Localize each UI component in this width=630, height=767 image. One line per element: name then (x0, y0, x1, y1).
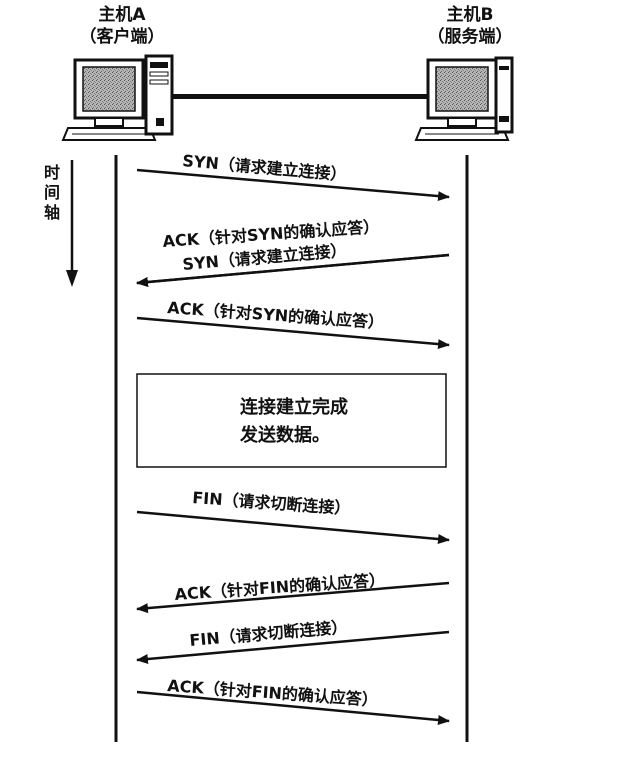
arrow-ack-syn-a (136, 316, 450, 350)
label-fin-2: FIN（请求切断连接） (189, 617, 348, 650)
time-axis-char-3: 轴 (44, 203, 60, 222)
arrow-syn-2 (136, 253, 450, 287)
data-transfer-box (136, 373, 447, 468)
time-axis: 时 间 轴 (44, 160, 78, 287)
host-b-role: （服务端） (428, 26, 513, 47)
host-a-role: （客户端） (80, 26, 165, 47)
time-axis-char-1: 时 (44, 163, 60, 182)
host-a-name: 主机A (98, 4, 146, 25)
label-ack-syn-b: ACK（针对SYN的确认应答） (162, 217, 380, 251)
arrow-fin-2 (136, 630, 450, 664)
label-syn-1: SYN（请求建立连接） (182, 151, 348, 184)
arrow-ack-fin-b (136, 581, 450, 614)
message-arrows (136, 168, 450, 725)
host-b-computer-icon (414, 56, 514, 141)
arrow-syn-1 (136, 168, 450, 202)
data-box-line-1: 连接建立完成 (240, 396, 348, 418)
time-axis-arrowhead-icon (66, 270, 78, 287)
host-b-name: 主机B (447, 4, 494, 25)
time-axis-char-2: 间 (44, 183, 60, 202)
label-ack-syn-a: ACK（针对SYN的确认应答） (167, 298, 385, 332)
label-ack-fin-b: ACK（针对FIN的确认应答） (174, 570, 386, 604)
data-box-line-2: 发送数据。 (239, 424, 330, 446)
arrow-ack-fin-a (136, 690, 450, 725)
host-a-computer-icon (61, 54, 174, 141)
arrow-fin-1 (136, 510, 450, 544)
label-fin-1: FIN（请求切断连接） (192, 488, 351, 518)
network-cable (172, 94, 428, 99)
